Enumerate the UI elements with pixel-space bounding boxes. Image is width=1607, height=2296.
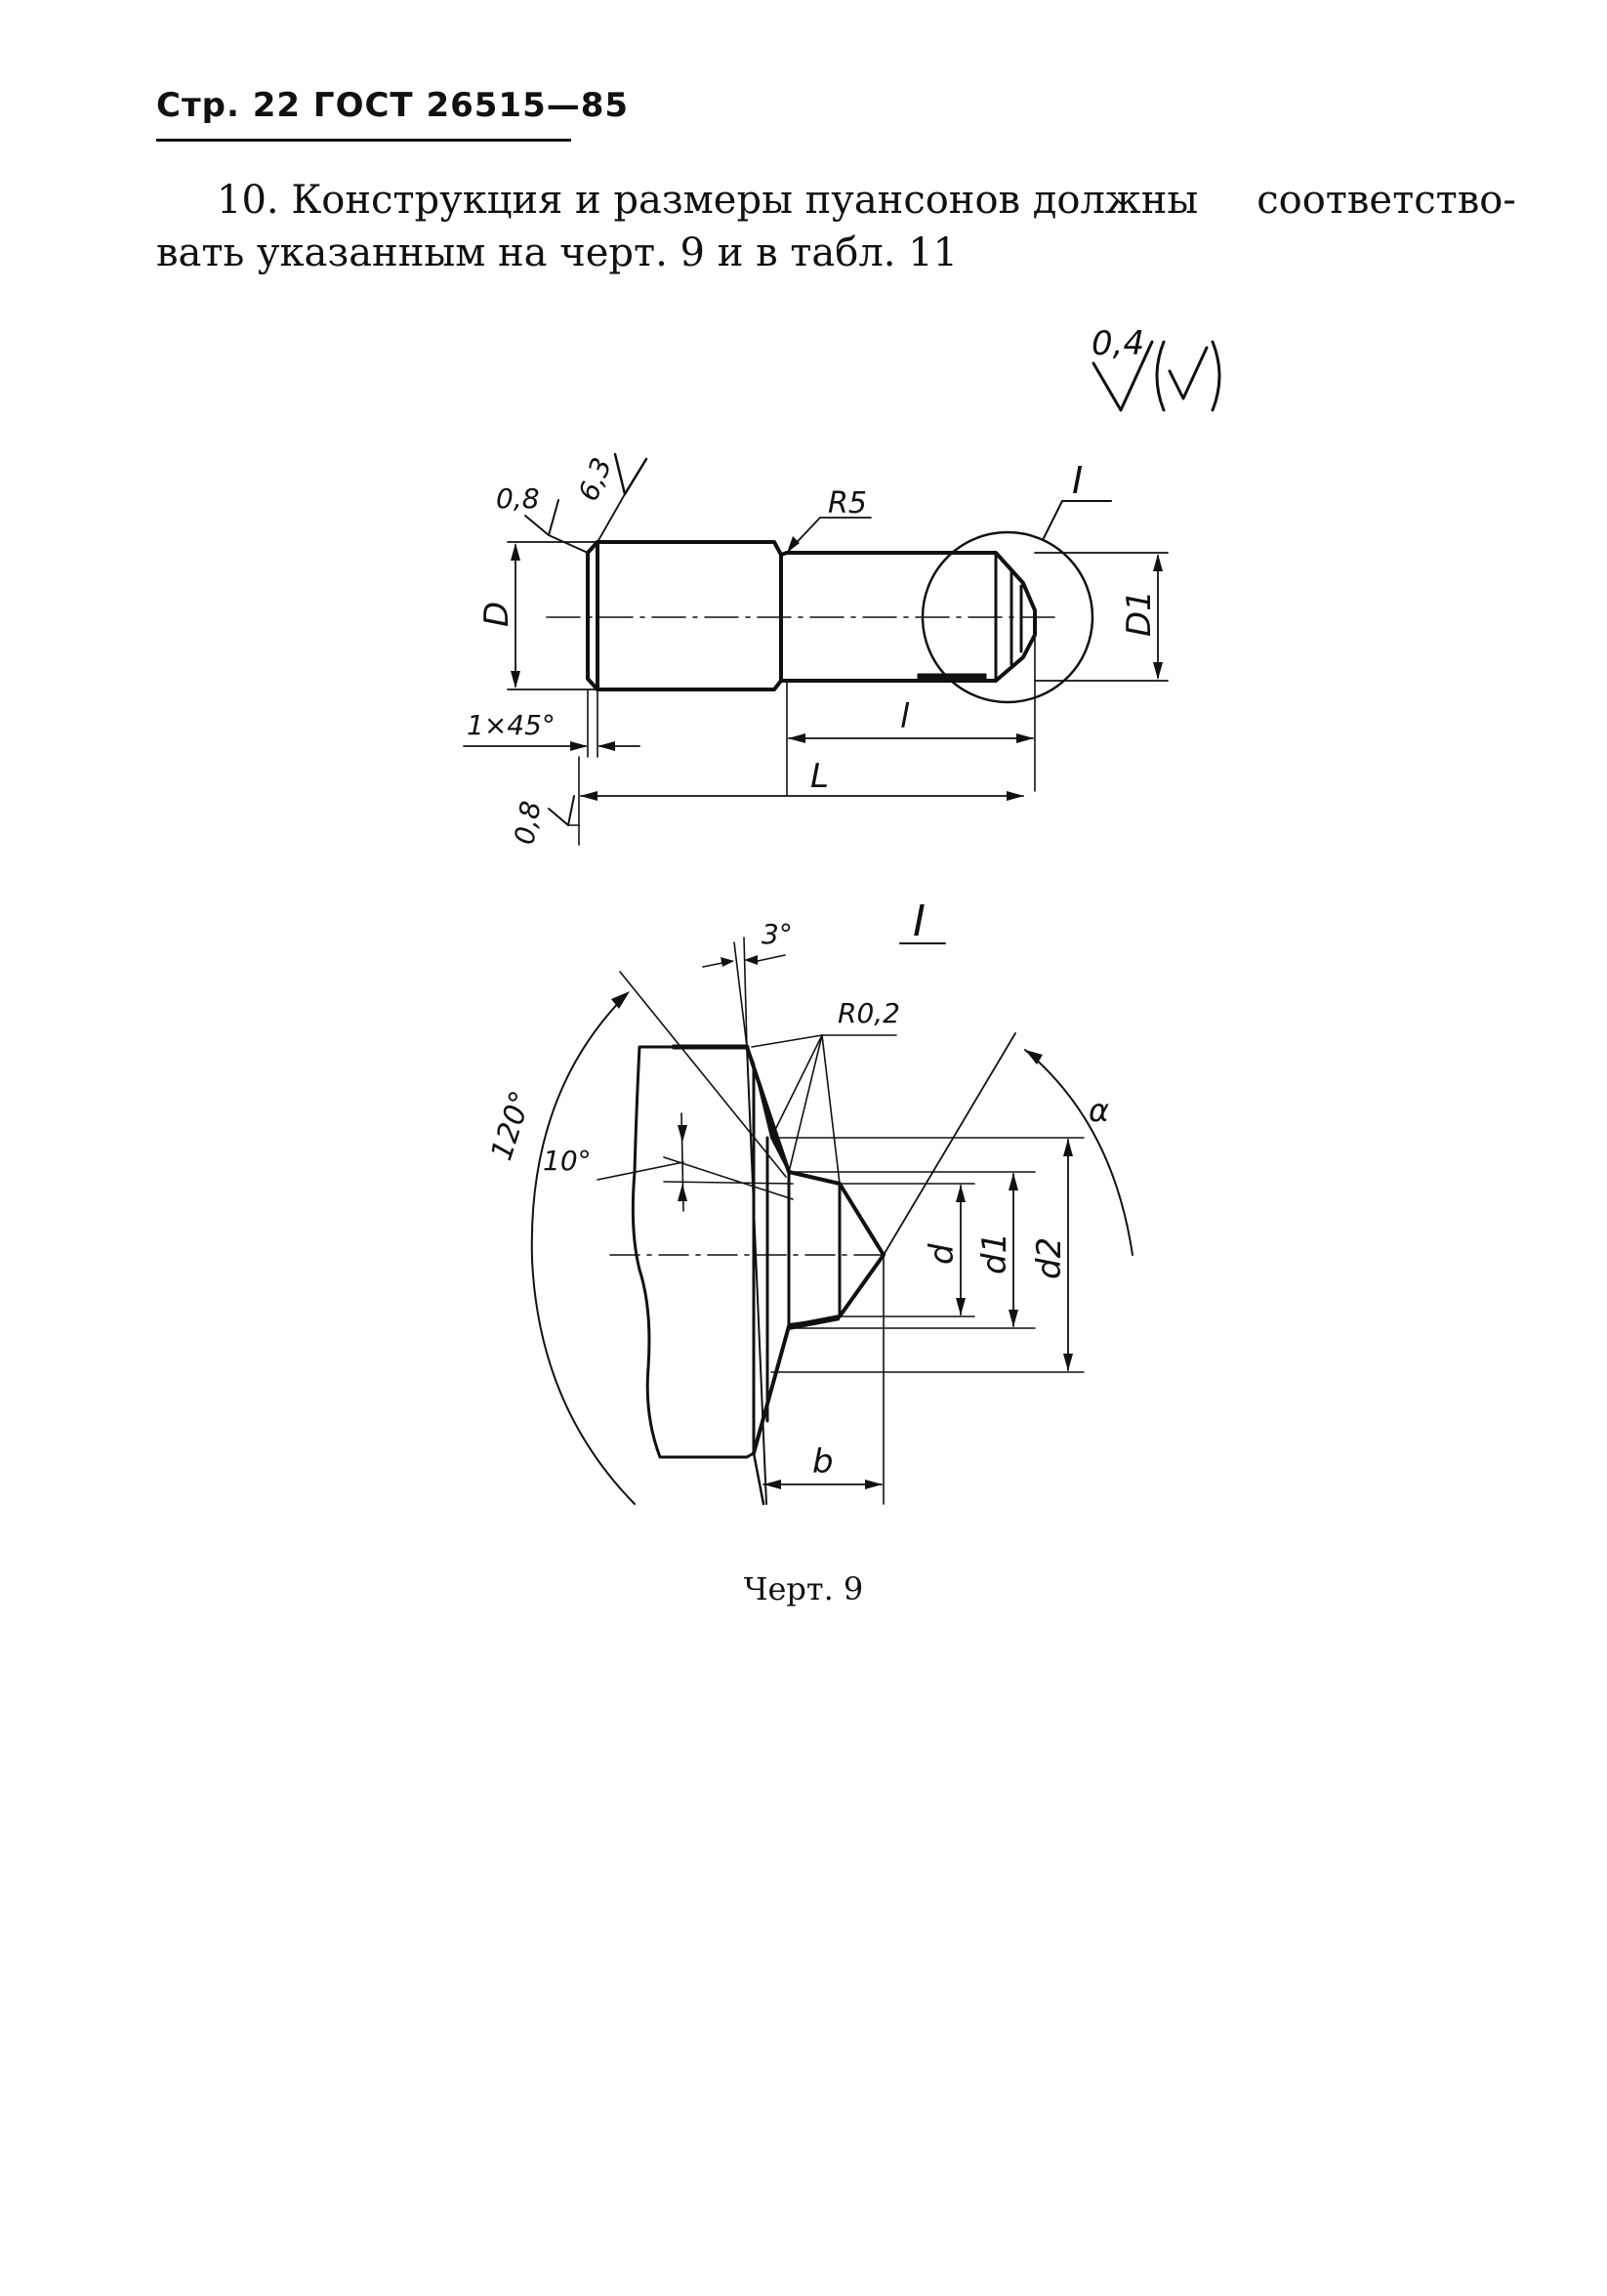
- length-b-label: b: [812, 1442, 834, 1482]
- fillet-R5-label: R5: [828, 486, 867, 521]
- punch-main-view: I D D1 0,8 6,3 R5 1×45°: [463, 452, 1169, 848]
- detail-I-view: I 3° R0,2 120°: [484, 897, 1133, 1506]
- angle-alpha-label: α: [1089, 1092, 1109, 1129]
- figure-caption: Черт. 9: [743, 1570, 864, 1607]
- angle-10-label: 10°: [543, 1145, 592, 1177]
- detail-title: I: [913, 897, 926, 946]
- dia-d1-label: d1: [975, 1232, 1014, 1274]
- length-l-label: l: [900, 697, 910, 736]
- angle-120-label: 120°: [484, 1087, 539, 1165]
- paragraph-line-1: 10. Конструкция и размеры пуансонов долж…: [217, 178, 1516, 223]
- page-header: Стр. 22 ГОСТ 26515—85: [156, 86, 628, 142]
- length-L-label: L: [810, 757, 829, 796]
- paragraph-10: 10. Конструкция и размеры пуансонов долж…: [156, 174, 1523, 279]
- dia-d2-label: d2: [1030, 1237, 1069, 1279]
- roughness-general-value: 0,4: [1092, 324, 1144, 363]
- radius-R02-label: R0,2: [838, 997, 900, 1029]
- roughness-general-symbol: 0,4: [1092, 324, 1221, 412]
- angle-3-label: 3°: [762, 918, 793, 950]
- paragraph-line-2: вать указанным на черт. 9 и в табл. 11: [156, 230, 959, 275]
- chamfer-label: 1×45°: [467, 709, 556, 741]
- end-roughness-value: 0,8: [508, 799, 547, 848]
- chamfer-roughness-value: 0,8: [496, 482, 540, 515]
- dia-D-label: D: [477, 602, 516, 627]
- face-roughness-value: 6,3: [572, 453, 618, 506]
- dia-d-label: d: [923, 1243, 962, 1265]
- dia-D1-label: D1: [1120, 590, 1159, 637]
- detail-ref-label: I: [1072, 459, 1083, 502]
